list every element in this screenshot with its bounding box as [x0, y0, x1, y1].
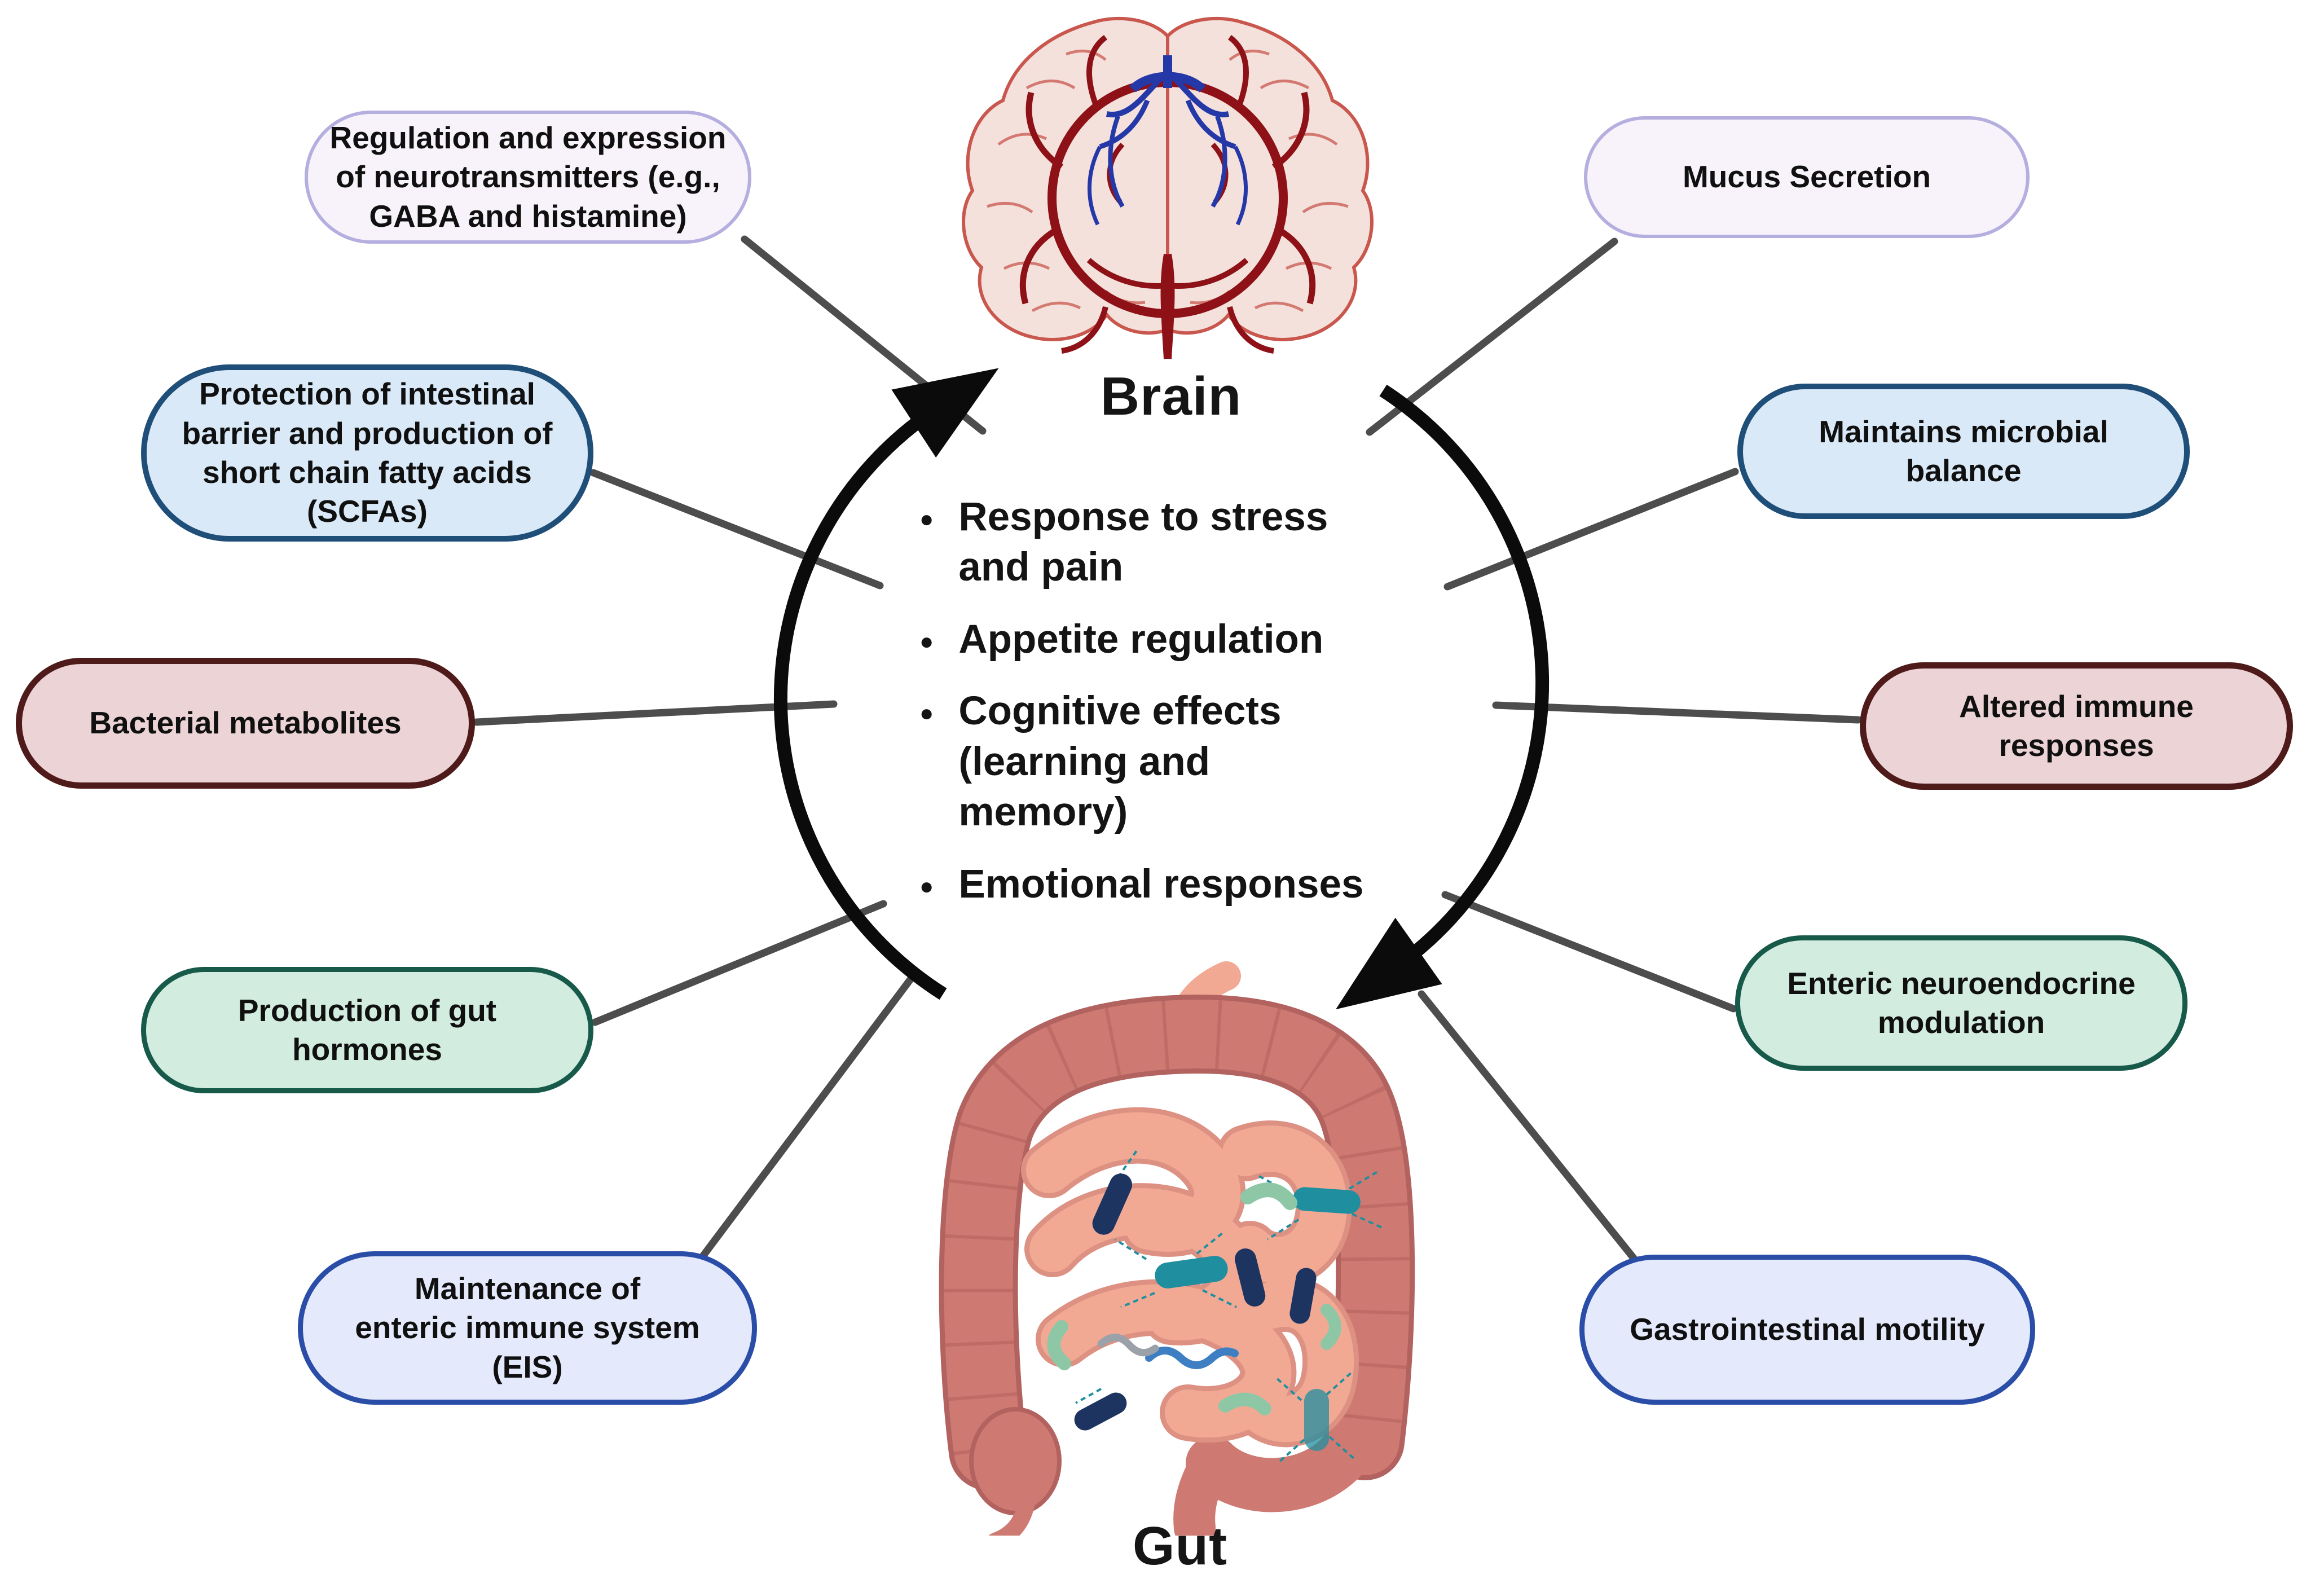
gut-label: Gut: [1132, 1516, 1228, 1576]
box-mucus-secretion: Mucus Secretion: [1584, 116, 2030, 238]
box-intestinal-barrier-scfa: Protection of intestinal barrier and pro…: [141, 364, 593, 542]
brain-illustration: [962, 3, 1416, 370]
box-altered-immune-responses: Altered immune responses: [1860, 662, 2293, 790]
box-gut-hormones: Production of gut hormones: [141, 967, 593, 1093]
box-gastrointestinal-motility: Gastrointestinal motility: [1579, 1255, 2035, 1405]
connector-right-3: [1492, 701, 1862, 724]
gut-bacteria: [1047, 1148, 1384, 1463]
list-item: Appetite regulation: [919, 614, 1427, 665]
box-neurotransmitter-regulation: Regulation and expression of neurotransm…: [305, 111, 751, 244]
connector-left-5: [698, 971, 918, 1261]
list-item: Emotional responses: [919, 859, 1427, 909]
connector-right-1: [1366, 238, 1618, 436]
connector-right-2: [1443, 468, 1739, 591]
box-bacterial-metabolites: Bacterial metabolites: [16, 658, 475, 789]
gut-to-brain-arrow: [773, 368, 999, 1000]
list-item: Response to stress and pain: [919, 492, 1427, 593]
box-enteric-immune-system: Maintenance of enteric immune system (EI…: [298, 1251, 757, 1405]
box-microbial-balance: Maintains microbial balance: [1737, 384, 2190, 519]
connector-right-5: [1418, 990, 1638, 1262]
connector-right-4: [1441, 891, 1737, 1013]
gut-illustration: [939, 961, 1415, 1536]
brain-label: Brain: [1100, 366, 1242, 426]
axis-functions-list: Response to stress and pain Appetite reg…: [919, 492, 1427, 931]
list-item: Cognitive effects (learning and memory): [919, 686, 1427, 837]
connector-left-4: [591, 900, 887, 1026]
connector-left-2: [589, 469, 884, 590]
brain-to-gut-arrow: [1336, 384, 1550, 1010]
box-neuroendocrine-modulation: Enteric neuroendocrine modulation: [1735, 935, 2187, 1071]
